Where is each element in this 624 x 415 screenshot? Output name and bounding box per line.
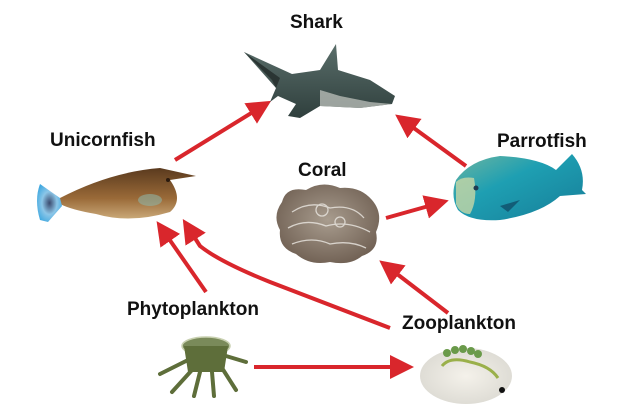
node-label-phytoplankton: Phytoplankton — [127, 299, 259, 320]
parrotfish-image — [453, 154, 586, 221]
arrow-unicornfish-to-shark — [173, 100, 272, 162]
arrow-parrotfish-to-shark — [395, 114, 468, 168]
arrow-coral-to-parrotfish — [385, 195, 449, 220]
node-label-coral: Coral — [298, 160, 347, 181]
unicornfish-image — [37, 168, 196, 222]
arrow-zooplankton-to-unicornfish — [182, 218, 391, 330]
node-label-unicornfish: Unicornfish — [50, 130, 156, 151]
arrow-zooplankton-to-coral — [379, 260, 450, 315]
coral-image — [276, 184, 380, 264]
phytoplankton-image — [158, 336, 248, 398]
arrow-phytoplankton-to-unicornfish — [156, 221, 208, 294]
zooplankton-image — [420, 345, 512, 404]
shark-image — [244, 44, 395, 118]
node-label-parrotfish: Parrotfish — [497, 131, 587, 152]
node-label-zooplankton: Zooplankton — [402, 313, 516, 334]
node-label-shark: Shark — [290, 12, 343, 33]
